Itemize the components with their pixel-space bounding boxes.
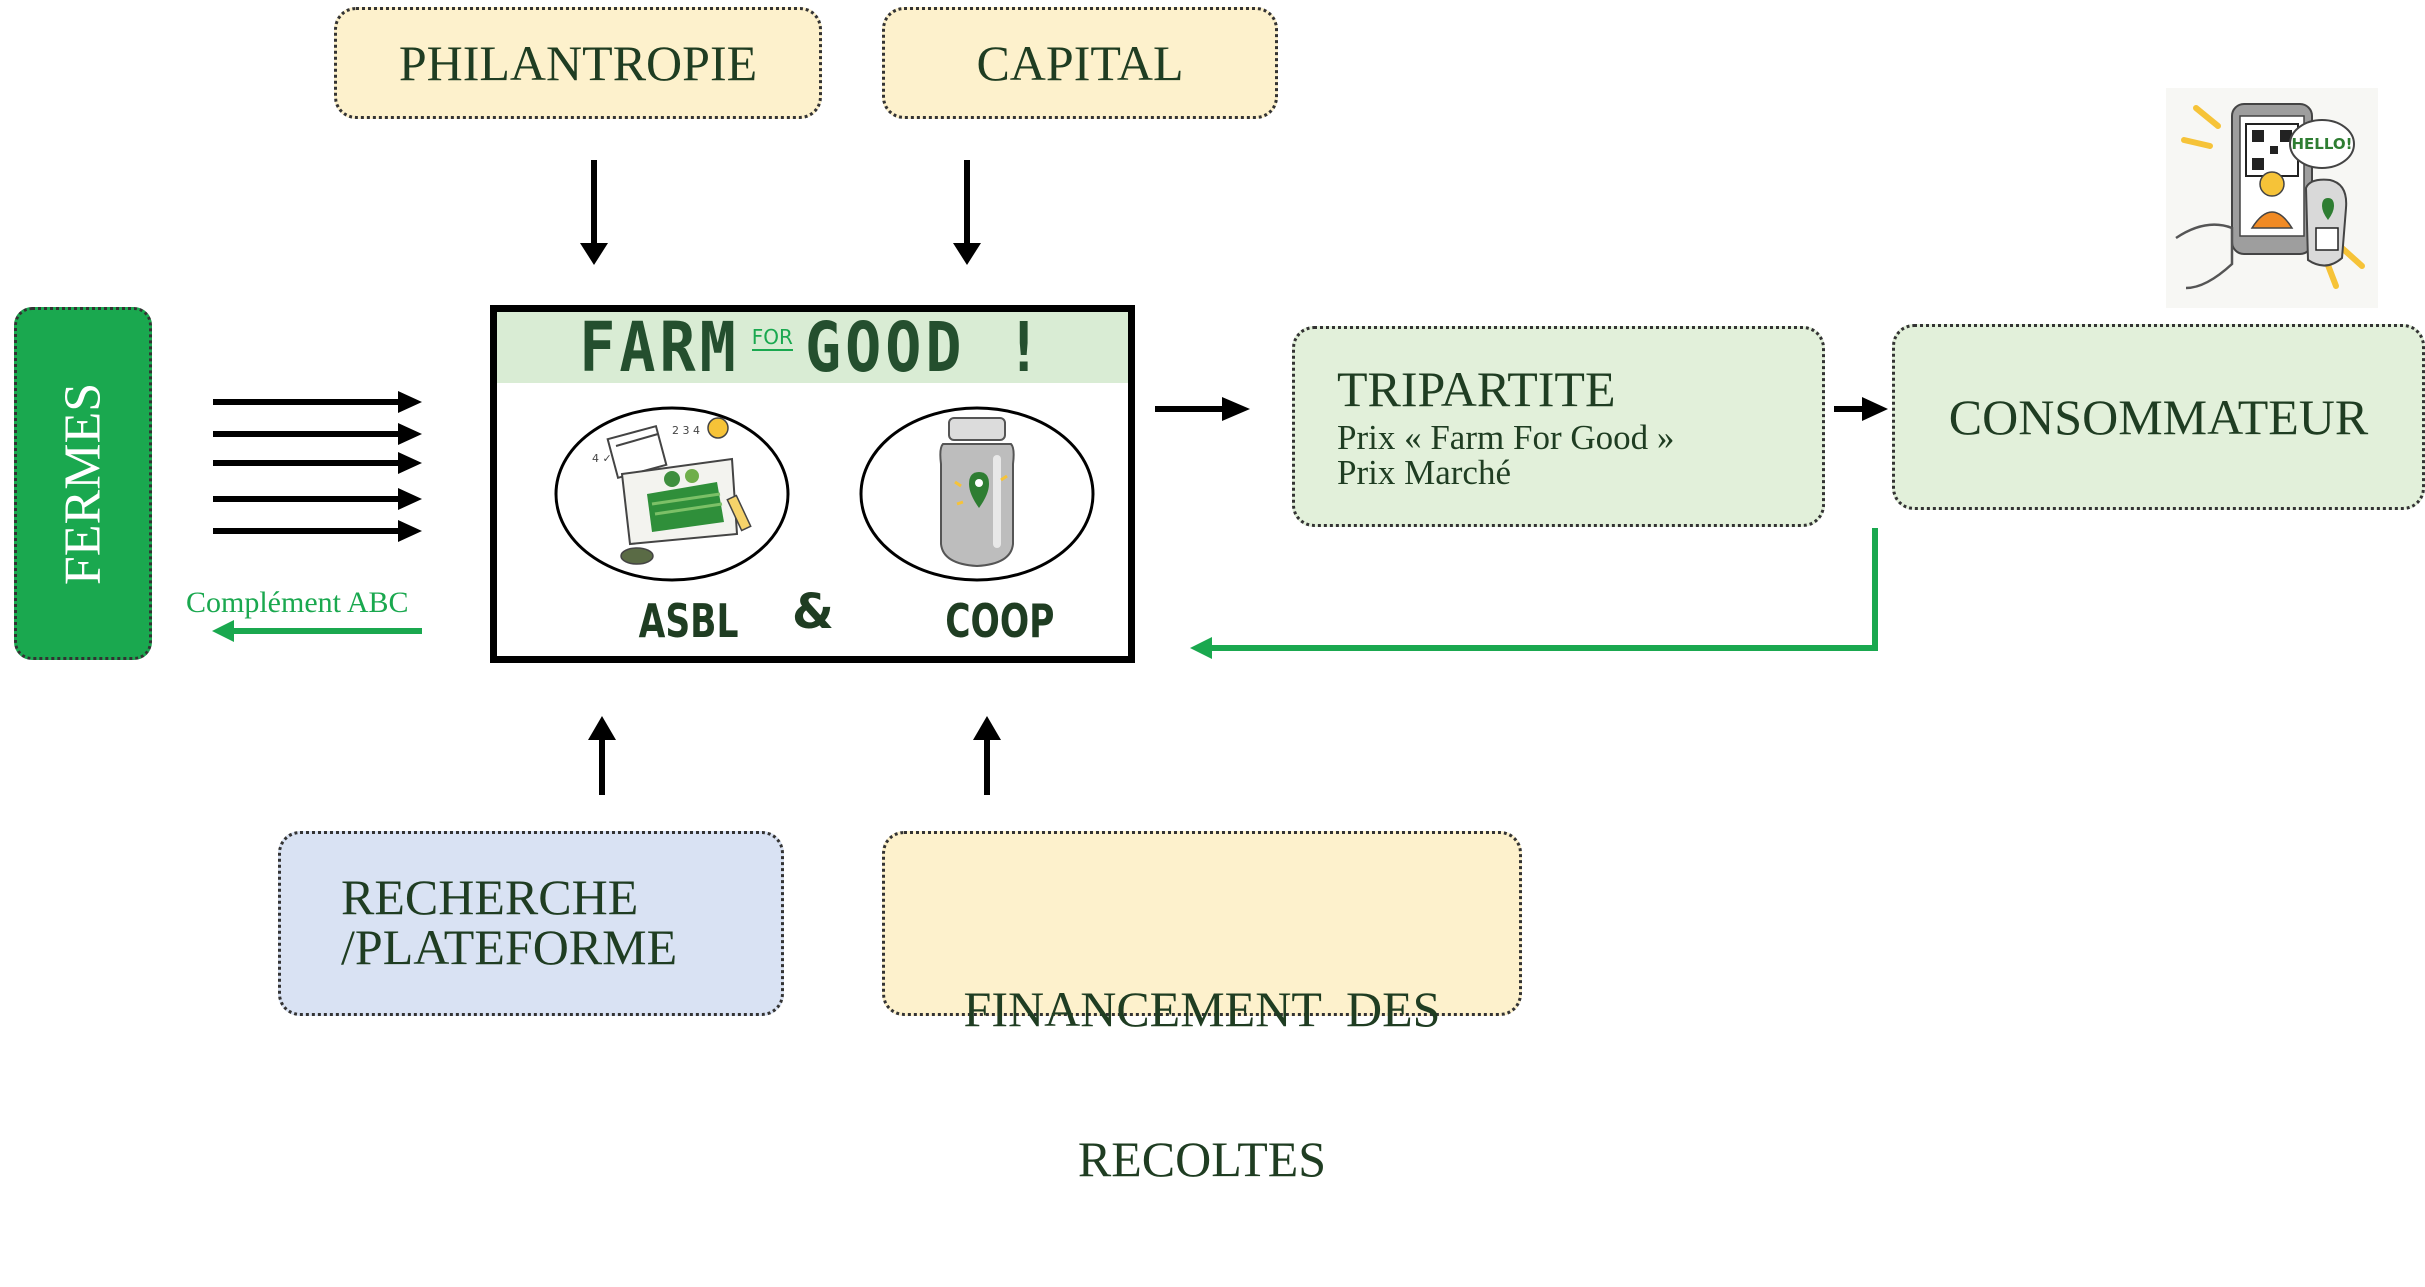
asbl-label: ASBL	[638, 594, 739, 648]
tripartite-price-ffg: Prix « Farm For Good »	[1337, 417, 1675, 457]
arrow-center-to-tripartite	[1155, 397, 1250, 421]
coop-illustration	[859, 406, 1095, 582]
arrow-feedback-loop	[1190, 528, 1878, 659]
arrow-tripartite-to-consommateur	[1834, 397, 1888, 421]
financement-box: FINANCEMENT DES RECOLTES	[882, 831, 1522, 1184]
capital-label: CAPITAL	[976, 35, 1184, 91]
logo-good: GOOD !	[804, 307, 1046, 388]
arrows-layer	[212, 160, 1888, 795]
asbl-illustration: 4 ✓ 2 3 4	[554, 406, 790, 582]
coop-label: COOP	[945, 594, 1055, 648]
hello-bubble-text: HELLO!	[2292, 135, 2353, 153]
financement-line2: RECOLTES	[1077, 1131, 1327, 1187]
logo-farm: FARM	[579, 307, 740, 388]
financement-line1: FINANCEMENT DES	[963, 981, 1441, 1037]
arrow-philantropie-down	[580, 160, 608, 265]
recherche-line1: RECHERCHE	[341, 869, 639, 925]
calendar-field-plan-icon: 4 ✓ 2 3 4	[592, 417, 752, 565]
farm-for-good-box: FARM FOR GOOD ! 4 ✓ 2 3 4 ASBL &	[490, 305, 1135, 663]
svg-text:2 3 4: 2 3 4	[672, 424, 700, 437]
arrow-recherche-up	[588, 716, 616, 795]
ampersand-label: &	[792, 584, 834, 640]
arrow-capital-down	[953, 160, 981, 265]
consommateur-label: CONSOMMATEUR	[1948, 389, 2369, 445]
consommateur-box: CONSOMMATEUR	[1892, 324, 2425, 510]
jar-icon	[939, 417, 1015, 568]
recherche-box: RECHERCHE /PLATEFORME	[278, 831, 784, 1016]
recherche-line2: /PLATEFORME	[341, 919, 678, 975]
logo-for: FOR	[751, 324, 793, 351]
arrow-financement-up	[973, 716, 1001, 795]
smartphone-qr-illustration: HELLO!	[2166, 88, 2378, 308]
tripartite-title: TRIPARTITE	[1337, 360, 1616, 417]
svg-text:4 ✓: 4 ✓	[592, 452, 612, 465]
arrows-fermes-to-center	[213, 391, 422, 542]
capital-box: CAPITAL	[882, 7, 1278, 119]
tripartite-box: TRIPARTITE Prix « Farm For Good » Prix M…	[1292, 326, 1825, 527]
tripartite-price-market: Prix Marché	[1337, 452, 1511, 492]
philantropie-label: PHILANTROPIE	[398, 35, 758, 91]
complement-label: Complément ABC	[186, 586, 409, 619]
fermes-box: FERMES	[14, 307, 152, 660]
philantropie-box: PHILANTROPIE	[334, 7, 822, 119]
arrow-complement	[212, 620, 422, 642]
fermes-label: FERMES	[54, 382, 112, 585]
farm-for-good-logo: FARM FOR GOOD !	[497, 307, 1128, 388]
